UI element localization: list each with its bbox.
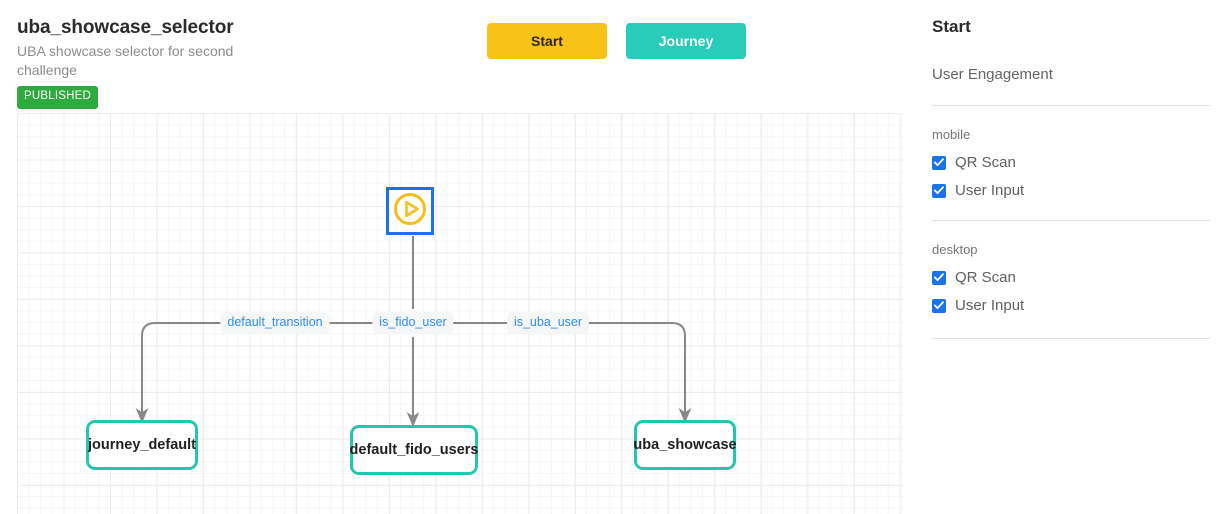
checkbox-checked-icon[interactable]: [932, 155, 946, 170]
node-start[interactable]: [386, 187, 434, 235]
checkbox-row-mobile-user-input[interactable]: User Input: [932, 183, 1217, 198]
start-button[interactable]: Start: [487, 23, 607, 59]
status-badge: PUBLISHED: [17, 86, 98, 109]
journey-button[interactable]: Journey: [626, 23, 746, 59]
edge-layer: [135, 236, 692, 427]
panel-divider: [932, 338, 1210, 339]
checkbox-checked-icon[interactable]: [932, 183, 946, 198]
edge-label-default-transition[interactable]: default_transition: [220, 312, 330, 334]
checkbox-label: QR Scan: [955, 154, 1016, 171]
checkbox-checked-icon[interactable]: [932, 270, 946, 285]
node-default-fido-users[interactable]: default_fido_users: [350, 425, 478, 475]
node-label: uba_showcase: [633, 437, 737, 453]
checkbox-label: User Input: [955, 182, 1025, 199]
panel-divider: [932, 105, 1210, 106]
channel-group-mobile: mobile QR Scan User Input: [932, 127, 1217, 198]
panel-title: Start: [932, 17, 971, 36]
node-label: journey_default: [88, 437, 196, 453]
edge-label-is-fido-user[interactable]: is_fido_user: [372, 312, 454, 334]
page-title: uba_showcase_selector: [17, 17, 234, 38]
header-actions: Start Journey: [487, 23, 746, 59]
group-title: mobile: [932, 127, 971, 142]
header: uba_showcase_selector UBA showcase selec…: [0, 0, 905, 112]
node-label: default_fido_users: [349, 442, 479, 458]
properties-panel: Start User Engagement mobile QR Scan: [932, 0, 1217, 514]
checkbox-checked-icon[interactable]: [932, 298, 946, 313]
checkbox-row-desktop-qr-scan[interactable]: QR Scan: [932, 270, 1217, 285]
checkbox-label: QR Scan: [955, 269, 1016, 286]
play-icon: [393, 192, 427, 231]
node-journey-default[interactable]: journey_default: [86, 420, 198, 470]
panel-divider: [932, 220, 1210, 221]
title-block: uba_showcase_selector UBA showcase selec…: [17, 17, 347, 109]
checkbox-row-desktop-user-input[interactable]: User Input: [932, 298, 1217, 313]
node-uba-showcase[interactable]: uba_showcase: [633, 420, 737, 470]
page-description: UBA showcase selector for second challen…: [17, 43, 234, 78]
group-title: desktop: [932, 242, 978, 257]
channel-group-desktop: desktop QR Scan User Input: [932, 242, 1217, 313]
checkbox-label: User Input: [955, 297, 1025, 314]
panel-subtitle: User Engagement: [932, 66, 1053, 83]
edge-label-is-uba-user[interactable]: is_uba_user: [506, 312, 590, 334]
checkbox-row-mobile-qr-scan[interactable]: QR Scan: [932, 155, 1217, 170]
flow-canvas[interactable]: default_transition is_fido_user is_uba_u…: [17, 113, 903, 514]
